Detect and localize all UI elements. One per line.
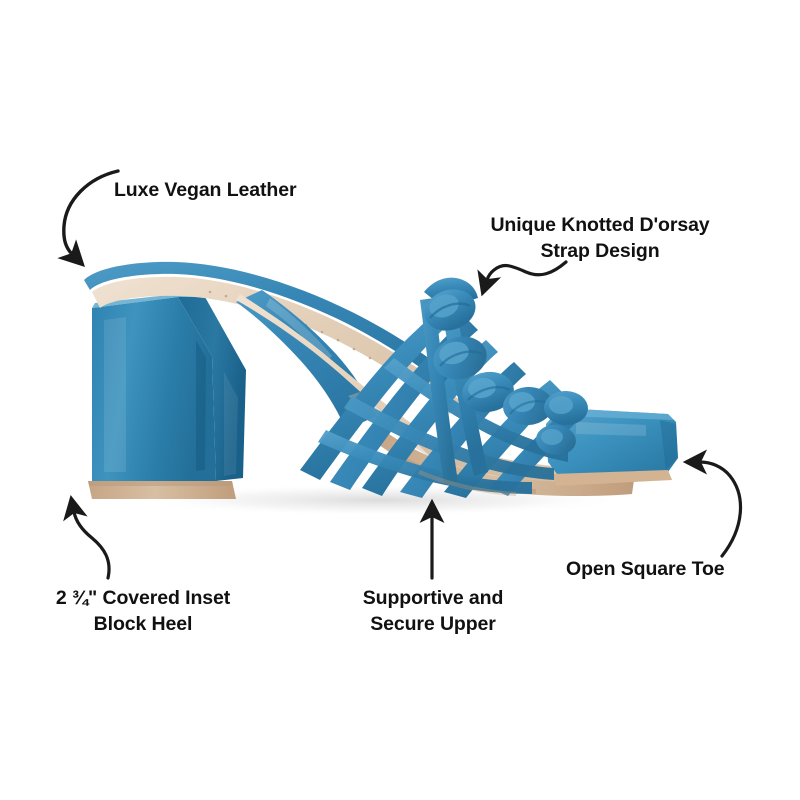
square-toe-cap — [546, 408, 678, 478]
block-heel-side — [178, 297, 246, 481]
strap-knots — [424, 289, 588, 456]
callout-open-square-toe: Open Square Toe — [566, 558, 725, 580]
block-heel-face — [92, 297, 216, 481]
callout-luxe-vegan-leather: Luxe Vegan Leather — [114, 179, 297, 201]
callout-supportive-secure-upper: Supportive and Secure Upper — [362, 587, 504, 635]
callout-covered-inset-block-heel: 2 ¾" Covered Inset Block Heel — [55, 587, 231, 635]
vamp-strap — [236, 290, 376, 430]
callout-knotted-dorsay-strap: Unique Knotted D'orsay Strap Design — [490, 214, 710, 262]
heel-topline-strap — [84, 261, 472, 404]
toe-sole-sliver — [552, 470, 672, 486]
